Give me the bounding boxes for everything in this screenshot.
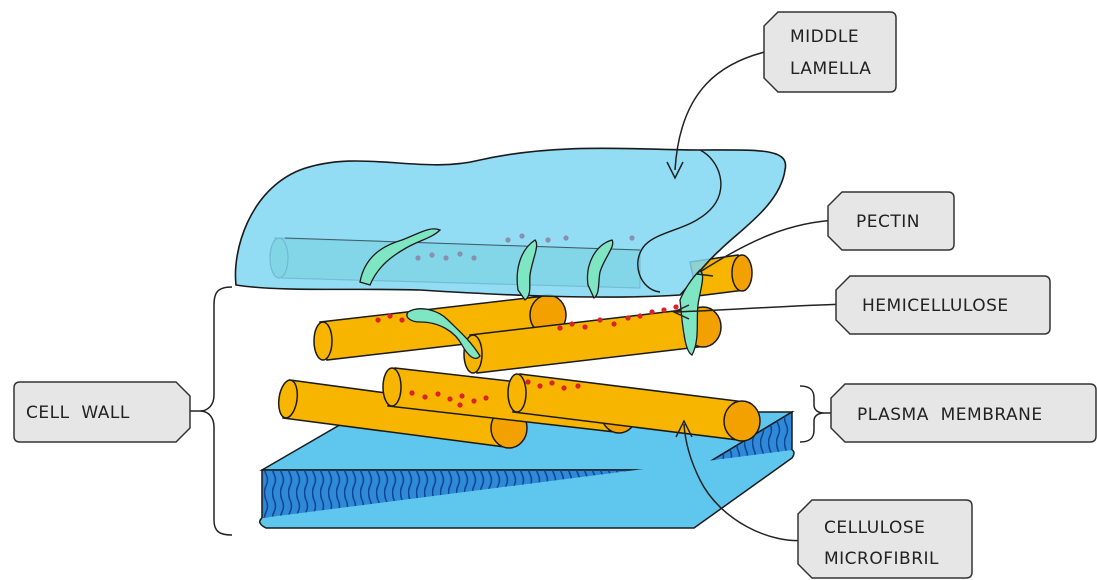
middle-lamella-label-line2: LAMELLA — [790, 59, 871, 79]
middle-lamella-label-line1: MIDDLE — [790, 27, 859, 47]
tag-cellulose-microfibril: CELLULOSE MICROFIBRIL — [798, 500, 972, 578]
cellulose-microfibrils-middle — [314, 295, 721, 373]
plasma-membrane-label: PLASMA MEMBRANE — [857, 405, 1043, 425]
pectin-label: PECTIN — [856, 212, 920, 232]
plasma-membrane-brace — [800, 386, 824, 442]
tag-plasma-membrane: PLASMA MEMBRANE — [831, 384, 1096, 442]
tag-hemicellulose: HEMICELLULOSE — [836, 276, 1050, 334]
cell-wall-brace — [200, 287, 232, 535]
hemicellulose-label: HEMICELLULOSE — [862, 296, 1009, 316]
cellulose-label-line1: CELLULOSE — [824, 518, 925, 538]
cell-wall-label: CELL WALL — [26, 403, 130, 423]
cellulose-label-line2: MICROFIBRIL — [824, 549, 939, 569]
tag-pectin: PECTIN — [828, 192, 954, 250]
tag-middle-lamella: MIDDLE LAMELLA — [764, 12, 896, 92]
tag-cell-wall: CELL WALL — [14, 382, 190, 442]
